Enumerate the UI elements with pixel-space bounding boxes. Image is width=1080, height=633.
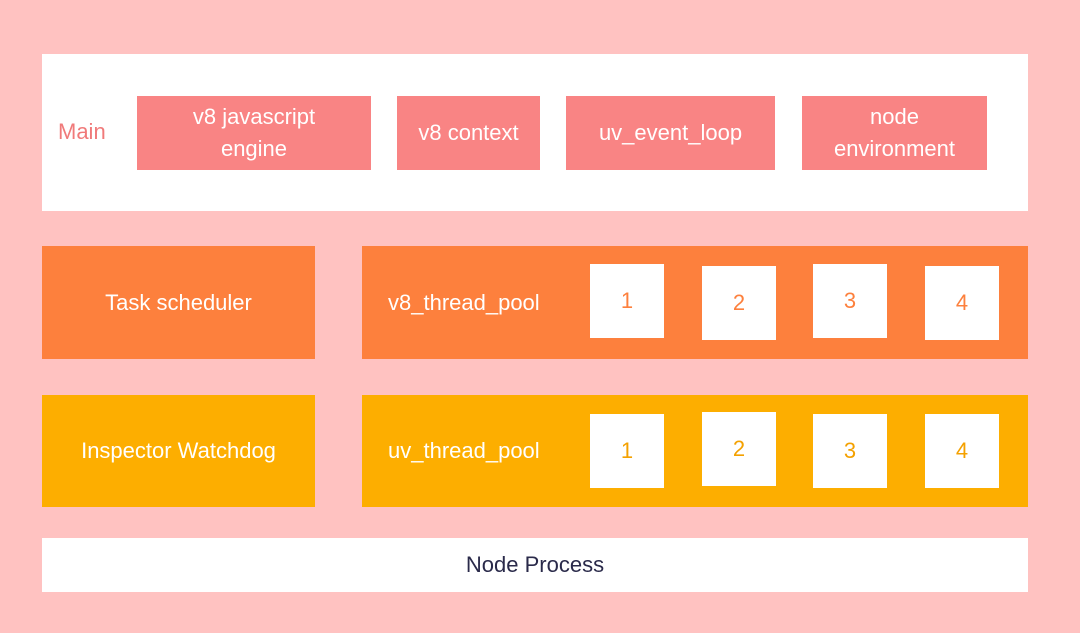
v8-thread-pool-label: v8_thread_pool <box>388 290 540 315</box>
v8-thread-4: 4 <box>925 266 999 340</box>
uv-thread-1: 1 <box>590 414 664 488</box>
v8-thread-2: 2 <box>702 266 776 340</box>
v8-thread-3: 3 <box>813 264 887 338</box>
uv-thread-pool-label: uv_thread_pool <box>388 438 540 463</box>
uv-thread-4: 4 <box>925 414 999 488</box>
v8-thread-pool-panel <box>362 246 1028 359</box>
task-scheduler-box: Task scheduler <box>42 246 315 359</box>
main-label: Main <box>58 119 106 144</box>
uv-event-loop-box: uv_event_loop <box>566 96 775 170</box>
v8-thread-1: 1 <box>590 264 664 338</box>
node-environment-box: node environment <box>802 96 987 170</box>
v8-context-box: v8 context <box>397 96 540 170</box>
uv-thread-2: 2 <box>702 412 776 486</box>
v8-javascript-engine-box: v8 javascript engine <box>137 96 371 170</box>
uv-thread-pool-panel <box>362 395 1028 507</box>
uv-thread-3: 3 <box>813 414 887 488</box>
inspector-watchdog-box: Inspector Watchdog <box>42 395 315 507</box>
node-process-bar: Node Process <box>42 538 1028 592</box>
